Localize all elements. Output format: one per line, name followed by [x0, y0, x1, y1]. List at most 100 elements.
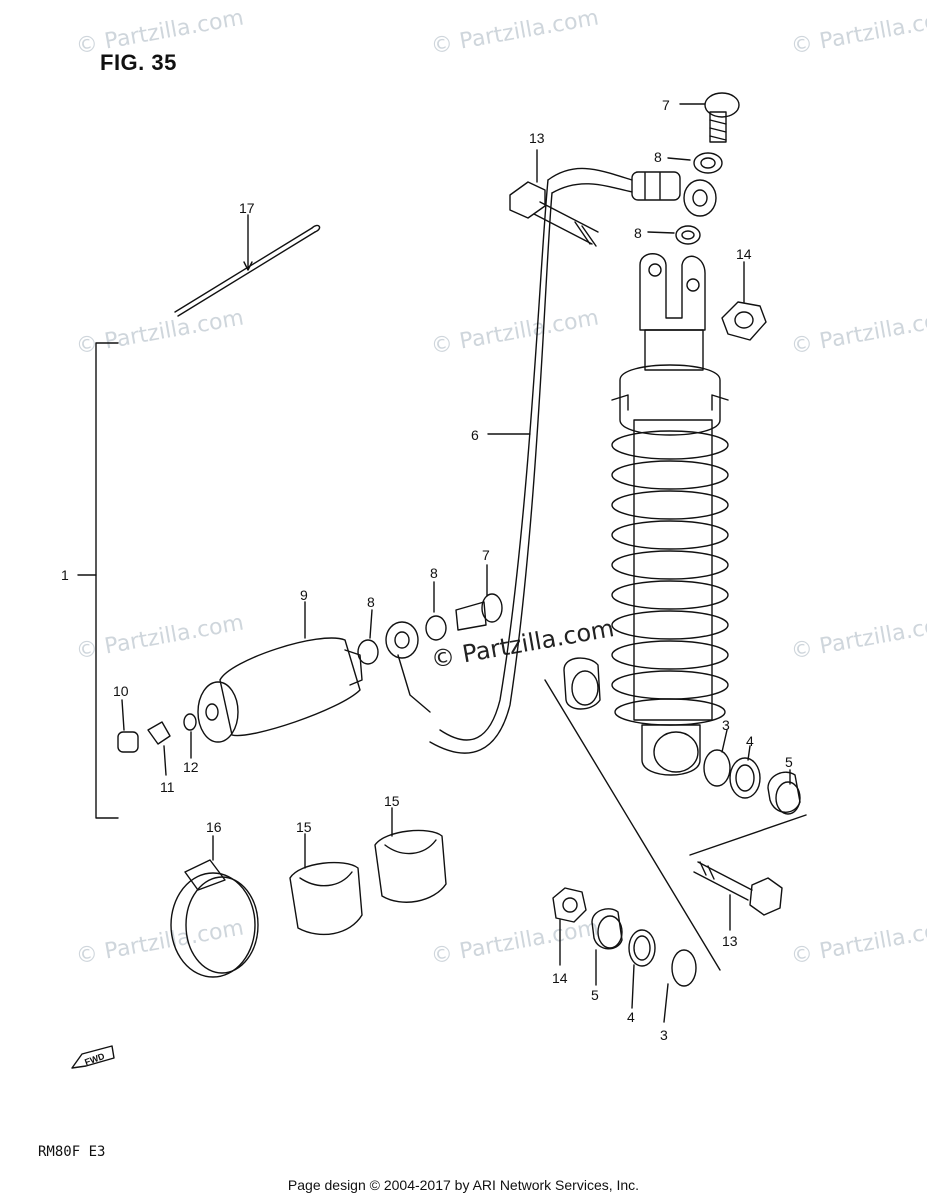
shock-neck: [644, 329, 704, 371]
leader-arrow: [243, 261, 253, 271]
leader-line: [747, 745, 751, 761]
lower-eye-bushing: [653, 731, 699, 773]
leader-line: [647, 231, 675, 234]
rubber-mount-edge: [384, 839, 437, 855]
hose-top: [547, 167, 633, 194]
callout: 8: [430, 565, 438, 581]
callout: 6: [471, 427, 479, 443]
assembly-bracket: [95, 342, 119, 819]
oil-seal-hole: [633, 935, 651, 961]
banjo-hole: [692, 189, 708, 207]
rubber-bushing: [563, 657, 601, 710]
washer-hole: [681, 230, 695, 240]
oil-seal: [729, 757, 761, 799]
thread-lines: [709, 119, 727, 141]
hose: [429, 179, 553, 754]
cable-tie-head: [311, 224, 321, 233]
banjo-fitting: [683, 179, 717, 217]
washer-hole: [700, 157, 716, 169]
collar: [767, 771, 801, 813]
banjo-bolt-head: [704, 92, 740, 118]
hose-clamp: [170, 872, 256, 978]
washer: [693, 152, 723, 174]
callout: 1: [61, 567, 69, 583]
reservoir-end: [197, 681, 239, 743]
rubber-bushing-end: [571, 670, 599, 706]
leader-line: [667, 157, 691, 161]
shock-upper-clevis: [639, 253, 706, 331]
spring-adjuster: [619, 364, 721, 436]
callout: 15: [384, 793, 400, 809]
rubber-mount: [289, 861, 363, 936]
banjo-bolt-thread: [709, 111, 727, 143]
callout: 3: [722, 717, 730, 733]
cable-tie: [174, 227, 316, 317]
washer: [357, 639, 379, 665]
callout: 13: [722, 933, 738, 949]
washer: [425, 615, 447, 641]
leader-line: [163, 745, 167, 776]
callout: 3: [660, 1027, 668, 1043]
banjo-hole: [394, 631, 410, 649]
o-ring: [183, 713, 197, 731]
reservoir-valve-hole: [205, 703, 219, 721]
nut: [721, 301, 767, 341]
oil-seal: [628, 929, 656, 967]
leader-line: [121, 699, 125, 731]
forward-arrow-icon: [71, 1045, 115, 1069]
banjo-bolt-head: [481, 593, 503, 623]
bolt-head: [749, 877, 783, 916]
nut: [552, 887, 587, 923]
collar: [591, 908, 623, 950]
shock-body: [633, 419, 713, 721]
callout: 7: [662, 97, 670, 113]
reservoir-cap: [344, 649, 363, 686]
collar-end: [775, 781, 801, 815]
clevis-hole: [686, 278, 700, 292]
adjuster-tabs: [611, 394, 729, 411]
banjo-bolt-thread: [455, 601, 487, 631]
reservoir-tank: [219, 637, 361, 737]
leader-line: [721, 729, 728, 753]
callout: 5: [785, 754, 793, 770]
hose-lower: [397, 654, 431, 713]
assembly-line: [689, 814, 807, 856]
rubber-mount-edge: [299, 871, 353, 887]
callout: 5: [591, 987, 599, 1003]
rubber-mount: [374, 829, 447, 903]
callout: 4: [746, 733, 754, 749]
assembly-line: [544, 679, 721, 971]
washer: [675, 225, 701, 245]
callout: 8: [634, 225, 642, 241]
coil-spring: [611, 430, 729, 726]
footer-copyright: Page design © 2004-2017 by ARI Network S…: [287, 1177, 640, 1193]
leader-line: [631, 964, 635, 1009]
bolt-head: [509, 181, 546, 219]
valve-cap: [117, 731, 139, 753]
figure-title: FIG. 35: [100, 50, 177, 75]
callout: 12: [183, 759, 199, 775]
callout: 8: [654, 149, 662, 165]
model-code: RM80F E3: [38, 1144, 106, 1160]
air-valve: [147, 721, 171, 745]
callout: 13: [529, 130, 545, 146]
bolt-shank: [533, 201, 599, 245]
banjo-fitting: [385, 621, 419, 659]
leader-line: [369, 609, 373, 639]
callout: 9: [300, 587, 308, 603]
nut-hole: [562, 897, 578, 913]
bolt-thread: [574, 221, 597, 247]
callout: 14: [552, 970, 568, 986]
callout: 8: [367, 594, 375, 610]
callout: 7: [482, 547, 490, 563]
callout: 16: [206, 819, 222, 835]
circlip: [703, 749, 731, 787]
hose-clamp-inner: [185, 876, 259, 974]
collar-end: [597, 915, 623, 949]
callout: 10: [113, 683, 129, 699]
callout: 4: [627, 1009, 635, 1025]
clevis-hole: [648, 263, 662, 277]
hose-fitting: [631, 171, 681, 201]
